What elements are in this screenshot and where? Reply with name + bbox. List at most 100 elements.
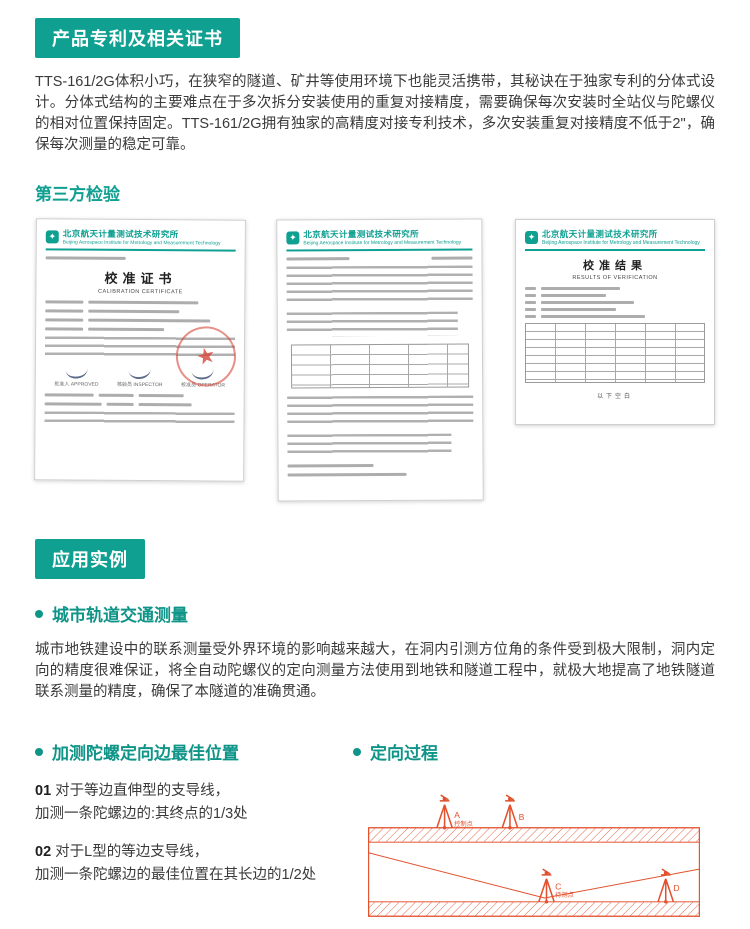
tunnel-orientation-diagram: A 控制点 B C 待测点 D — [368, 794, 700, 917]
bullet-dot-icon — [35, 609, 43, 618]
illegible-text-line — [138, 394, 184, 398]
gyro-edge-heading-label: 加测陀螺定向边最佳位置 — [52, 744, 239, 764]
illegible-text-line — [287, 464, 374, 468]
illegible-text-line — [45, 309, 84, 313]
institute-name-cn: 北京航天计量测试技术研究所 — [542, 229, 658, 240]
illegible-text-block — [286, 311, 458, 337]
illegible-text-block — [286, 265, 473, 305]
illegible-text-line — [286, 257, 350, 261]
illegible-text-line — [525, 315, 536, 319]
caption-measure-point: 待测点 — [555, 890, 574, 899]
certificate-title-cn: 校准证书 — [104, 270, 177, 287]
form-row — [45, 300, 235, 305]
results-table — [525, 323, 705, 384]
item-02-line1: 对于L型的等边支导线， — [55, 844, 209, 861]
certificates-row: ✦ 北京航天计量测试技术研究所 Beijing Aerospace Instit… — [34, 218, 715, 502]
bullet-dot-icon — [353, 747, 361, 756]
label-c: C — [555, 881, 561, 891]
illegible-text-line — [540, 301, 635, 305]
result-item-row — [525, 294, 705, 298]
application-section-badge: 应用实例 — [35, 539, 145, 580]
illegible-text-block — [287, 395, 474, 427]
institute-name-block: 北京航天计量测试技术研究所 Beijing Aerospace Institut… — [542, 228, 700, 246]
illegible-text-line — [45, 300, 84, 304]
illegible-text-line — [540, 287, 620, 291]
illegible-text-line — [88, 300, 199, 305]
tripod-c-icon — [538, 868, 555, 903]
institute-name-en: Beijing Aerospace Institute for Metrolog… — [303, 239, 462, 247]
illegible-text-line — [99, 393, 134, 398]
illegible-text-block — [287, 433, 452, 455]
signature-inspector: 核验员 INSPECTOR — [108, 367, 171, 389]
form-row — [45, 318, 235, 323]
illegible-text-line — [287, 472, 407, 477]
item-02-line2: 加测一条陀螺边的最佳位置在其长边的1/2处 — [35, 866, 317, 883]
city-rail-heading: 城市轨道交通测量 — [35, 601, 715, 626]
illegible-text-line — [106, 402, 134, 407]
certificate-number-line — [45, 256, 236, 260]
city-rail-paragraph: 城市地铁建设中的联系测量受外界环境的影响越来越大，在洞内引测方位角的条件受到极大… — [35, 642, 715, 701]
application-badge-wrap: 应用实例 — [35, 539, 715, 580]
institute-name-en: Beijing Aerospace Institute for Metrolog… — [542, 240, 700, 247]
label-b: B — [519, 812, 525, 822]
illegible-text-line — [45, 256, 126, 260]
tripod-a-icon — [436, 794, 454, 829]
institute-logo-icon: ✦ — [525, 230, 538, 244]
illegible-text-line — [540, 315, 646, 319]
orientation-process-column: 定向过程 — [353, 739, 715, 922]
tripod-b-icon — [501, 794, 519, 829]
date-row — [44, 402, 235, 407]
result-item-row — [525, 308, 705, 312]
orientation-process-heading-label: 定向过程 — [370, 744, 438, 764]
specification-table — [290, 343, 470, 389]
illegible-text-line — [525, 308, 536, 312]
orientation-process-heading: 定向过程 — [353, 739, 715, 764]
illegible-text-line — [44, 402, 102, 406]
station-point-c — [544, 900, 549, 904]
signature-label: 批准人 APPROVED — [54, 381, 99, 388]
illegible-text-line — [45, 327, 84, 331]
institute-logo-icon: ✦ — [286, 230, 300, 245]
item-01-line1: 对于等边直伸型的支导线， — [55, 783, 230, 800]
certificate-results-page: ✦ 北京航天计量测试技术研究所 Beijing Aerospace Instit… — [515, 219, 715, 426]
item-01-line2: 加测一条陀螺边的:其终点的1/3处 — [35, 805, 248, 822]
bullet-dot-icon — [35, 747, 43, 756]
illegible-text-line — [525, 294, 536, 298]
item-02-number: 02 — [35, 844, 52, 861]
illegible-text-line — [138, 403, 192, 407]
date-row — [44, 393, 235, 398]
institute-name-en: Beijing Aerospace Institute for Metrolog… — [62, 239, 221, 247]
gyro-edge-heading: 加测陀螺定向边最佳位置 — [35, 739, 353, 764]
certificate-calibration-cover: ✦ 北京航天计量测试技术研究所 Beijing Aerospace Instit… — [34, 218, 246, 482]
form-row — [45, 309, 235, 314]
blank-below-note: 以下空白 — [596, 394, 633, 401]
item-01-number: 01 — [35, 783, 52, 800]
traverse-sight-line — [368, 852, 700, 899]
illegible-text-line — [88, 309, 180, 314]
illegible-text-line — [88, 327, 165, 332]
results-title-en: RESULTS OF VERIFICATION — [572, 275, 658, 282]
patents-section-badge: 产品专利及相关证书 — [35, 18, 240, 58]
footer-row — [287, 472, 474, 477]
tunnel-bottom-wall-hatch — [368, 901, 700, 917]
certificate-title-en: CALIBRATION CERTIFICATE — [97, 288, 183, 296]
institute-logo-icon: ✦ — [45, 229, 59, 243]
illegible-text-line — [44, 393, 95, 397]
certificate-statement-page: ✦ 北京航天计量测试技术研究所 Beijing Aerospace Instit… — [276, 218, 484, 502]
signature-label: 核验员 INSPECTOR — [116, 381, 163, 389]
patents-paragraph: TTS-161/2G体积小巧，在狭窄的隧道、矿井等使用环境下也能灵活携带，其秘诀… — [35, 74, 715, 154]
certificate-header: ✦ 北京航天计量测试技术研究所 Beijing Aerospace Instit… — [45, 227, 236, 252]
station-point-d — [664, 900, 668, 904]
signature-handwriting — [65, 366, 88, 380]
certificate-header: ✦ 北京航天计量测试技术研究所 Beijing Aerospace Instit… — [525, 228, 705, 252]
institute-name-cn: 北京航天计量测试技术研究所 — [303, 228, 420, 240]
illegible-text-line — [45, 318, 84, 322]
result-item-row — [525, 287, 705, 291]
result-item-row — [525, 301, 705, 305]
illegible-text-line — [525, 301, 536, 305]
